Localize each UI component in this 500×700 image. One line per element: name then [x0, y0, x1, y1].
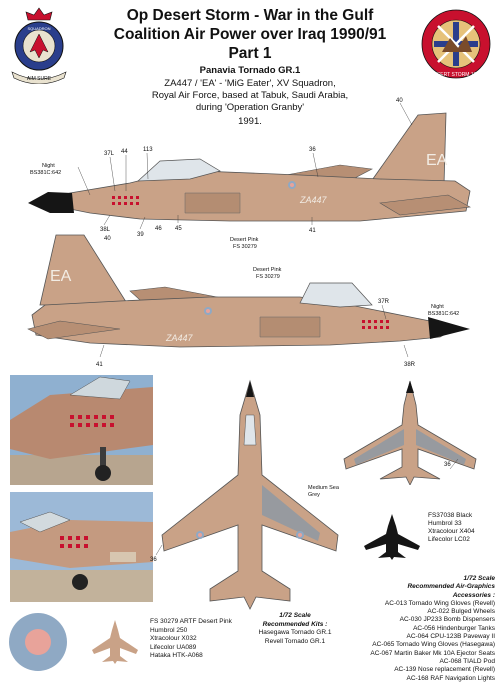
desert-pink-silhouette: [92, 620, 138, 664]
bottom-profile-code: EA: [50, 268, 72, 285]
bottom-callout-41: 41: [96, 362, 103, 368]
plan-view-top: 36: [150, 379, 339, 610]
acc-item: AC-056 Hindenburger Tanks: [413, 624, 495, 632]
pink-lifecolor: Lifecolor UA089: [150, 643, 197, 651]
black-humbrol: Humbrol 33: [428, 520, 462, 527]
page-title-line2: Coalition Air Power over Iraq 1990/91: [113, 26, 387, 43]
side-profile-left: EA ZA447 40 37L 44 113 36 38L 40 39 46 4…: [28, 98, 471, 242]
acc-heading2: Accessories :: [452, 591, 495, 599]
bottom-night-code: BS381C:642: [428, 311, 460, 317]
pink-paint-block: FS 30279 ARTF Desert Pink Humbrol 250 Xt…: [150, 618, 260, 661]
black-xtracolour: Xtracolour X404: [428, 528, 475, 535]
kits-scale: 1/72 Scale: [279, 612, 311, 619]
top-callout-40a: 40: [396, 98, 403, 104]
acc-item: AC-139 Nose replacement (Revell): [394, 666, 495, 674]
top-callout-45: 45: [175, 226, 182, 232]
page-title-line1: Op Desert Storm - War in the Gulf: [126, 7, 374, 24]
plan-callout-right: 36: [444, 462, 451, 468]
pink-fs: FS 30279 ARTF Desert Pink: [150, 618, 232, 625]
photo-nose-bomb-log: [10, 375, 153, 485]
black-paint-silhouette: [364, 514, 420, 560]
acc-item: AC-068 TIALD Pod: [439, 657, 495, 665]
top-callout-36: 36: [309, 147, 316, 153]
top-callout-37l: 37L: [104, 151, 115, 157]
black-fs: FS37038 Black: [428, 512, 473, 519]
photo-aircraft-front: [10, 492, 153, 602]
aircraft-name: Panavia Tornado GR.1: [199, 65, 301, 76]
badge-banner-text: SQUADRON: [27, 26, 50, 31]
bottom-night-label: Night: [431, 304, 444, 310]
kits-block: 1/72 Scale Recommended Kits : Hasegawa T…: [255, 612, 335, 646]
acc-item: AC-067 Martin Baker Mk 10A Ejector Seats: [370, 649, 495, 657]
bottom-profile-serial: ZA447: [165, 333, 194, 343]
top-night-code: BS381C:642: [30, 170, 62, 176]
acc-item: AC-065 Tornado Wing Gloves (Hasegawa): [372, 641, 495, 649]
squadron-badge: SQUADRON AIM SURE: [11, 7, 67, 84]
bottom-callout-37r: 37R: [378, 299, 390, 305]
badge-motto-text: AIM SURE: [27, 76, 52, 82]
acc-heading1: Recommended Air-Graphics: [407, 583, 495, 591]
top-pink-label: Desert Pink: [230, 237, 259, 243]
top-pink-code: FS 30279: [233, 244, 257, 250]
top-callout-39: 39: [137, 232, 144, 238]
top-callout-46: 46: [155, 226, 162, 232]
top-callout-44: 44: [121, 149, 128, 155]
top-callout-113: 113: [143, 147, 153, 153]
desert-storm-badge: DESERT STORM 1991: [421, 9, 491, 79]
sea-grey-label: Medium Sea Grey: [308, 485, 339, 498]
black-paint-block: FS37038 Black Humbrol 33 Xtracolour X404…: [428, 512, 500, 544]
desc-year: 1991.: [238, 116, 262, 127]
top-callout-40b: 40: [104, 236, 111, 242]
black-lifecolor: Lifecolor LC02: [428, 536, 470, 543]
top-callout-38l: 38L: [100, 227, 111, 233]
desc-line3: during 'Operation Granby': [195, 102, 305, 113]
page-title-line3: Part 1: [228, 45, 272, 62]
pink-humbrol: Humbrol 250: [150, 626, 188, 634]
kits-heading: Recommended Kits :: [262, 620, 328, 628]
bottom-pink-code: FS 30279: [256, 274, 280, 280]
badge-right-text: DESERT STORM 1991: [430, 72, 482, 78]
accessories-block: 1/72 Scale Recommended Air-Graphics Acce…: [330, 575, 495, 683]
desc-line1: ZA447 / 'EA' - 'MiG Eater', XV Squadron,: [164, 78, 336, 89]
raf-roundel: [9, 613, 67, 671]
plan-view-underside: 36: [343, 380, 477, 485]
pink-xtracolour: Xtracolour X032: [150, 635, 197, 642]
acc-scale: 1/72 Scale: [463, 575, 495, 582]
bottom-callout-38r: 38R: [404, 362, 416, 368]
plan-callout-left: 36: [150, 557, 157, 563]
top-callout-41: 41: [309, 228, 316, 234]
bottom-pink-label: Desert Pink: [253, 267, 282, 273]
acc-item: AC-022 Bulged Wheels: [427, 608, 495, 616]
kit-item-1: Revell Tornado GR.1: [264, 637, 326, 645]
top-night-label: Night: [42, 163, 55, 169]
pink-hataka: Hataka HTK-A068: [150, 652, 203, 659]
kit-item-0: Hasegawa Tornado GR.1: [258, 629, 332, 636]
top-profile-code: EA: [426, 152, 448, 169]
acc-item: AC-013 Tornado Wing Gloves (Revell): [384, 599, 495, 607]
acc-item: AC-168 RAF Navigation Lights: [406, 674, 495, 682]
top-profile-serial: ZA447: [299, 195, 328, 205]
acc-item: AC-064 CPU-123B Paveway II: [406, 633, 495, 641]
side-profile-right: EA ZA447 37R 38R 41: [27, 234, 470, 368]
acc-item: AC-030 JP233 Bomb Dispensers: [399, 616, 495, 624]
desc-line2: Royal Air Force, based at Tabuk, Saudi A…: [151, 90, 349, 101]
